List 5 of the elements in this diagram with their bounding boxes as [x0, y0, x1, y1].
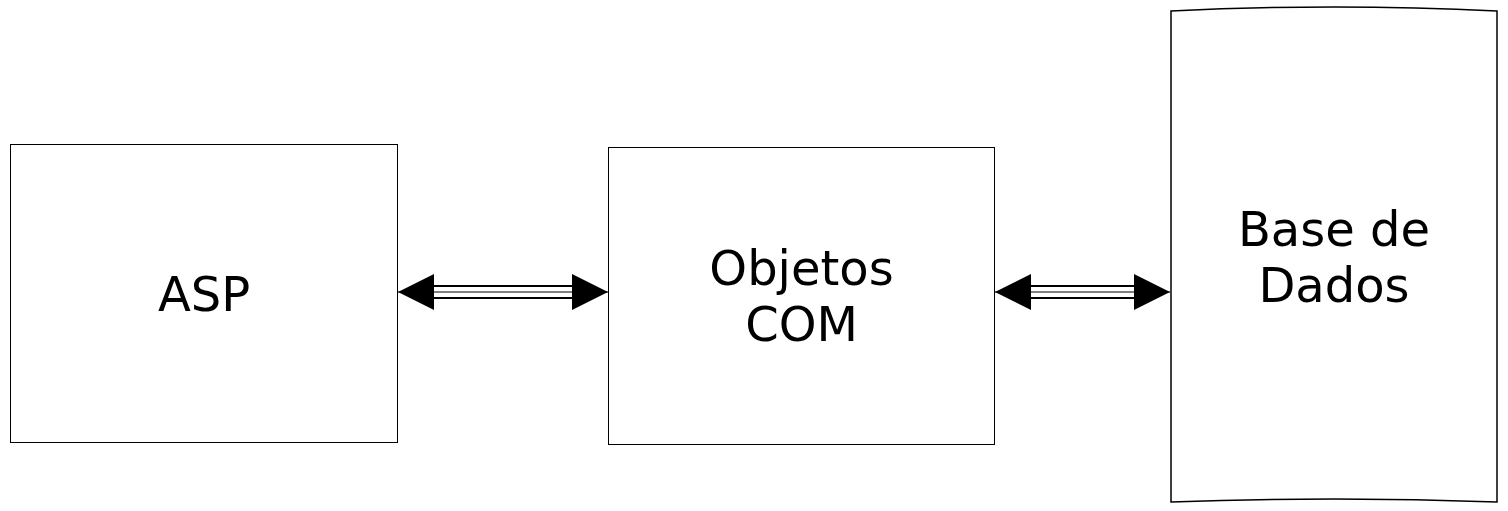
process-box [10, 144, 398, 443]
node-label: ASP [157, 265, 251, 322]
node-label: Base de Dados [1236, 200, 1432, 313]
process-box [608, 147, 995, 445]
node-label: Objetos COM [708, 240, 895, 352]
